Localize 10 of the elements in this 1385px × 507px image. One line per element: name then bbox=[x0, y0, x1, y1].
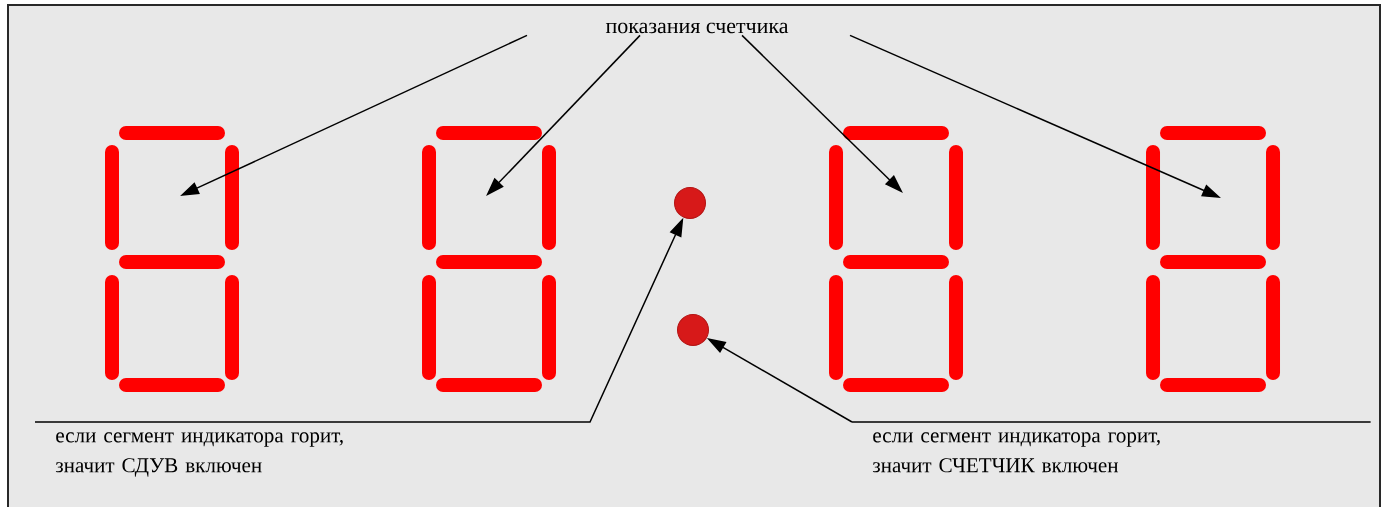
indicator-dot bbox=[677, 314, 709, 346]
seven-segment-digit bbox=[105, 126, 239, 392]
indicator-dot bbox=[674, 187, 706, 219]
note-text: если сегмент индикатора горит, значит СДУВ включен bbox=[55, 432, 343, 477]
heading-text: показания счетчика bbox=[605, 22, 789, 34]
leader-arrow bbox=[741, 34, 903, 193]
seven-segment-digit bbox=[1146, 126, 1280, 392]
note-text: если сегмент индикатора горит, значит СЧЕТЧИК включен bbox=[872, 432, 1160, 473]
seven-segment-digit bbox=[422, 126, 556, 392]
seven-segment-digit bbox=[829, 126, 963, 392]
